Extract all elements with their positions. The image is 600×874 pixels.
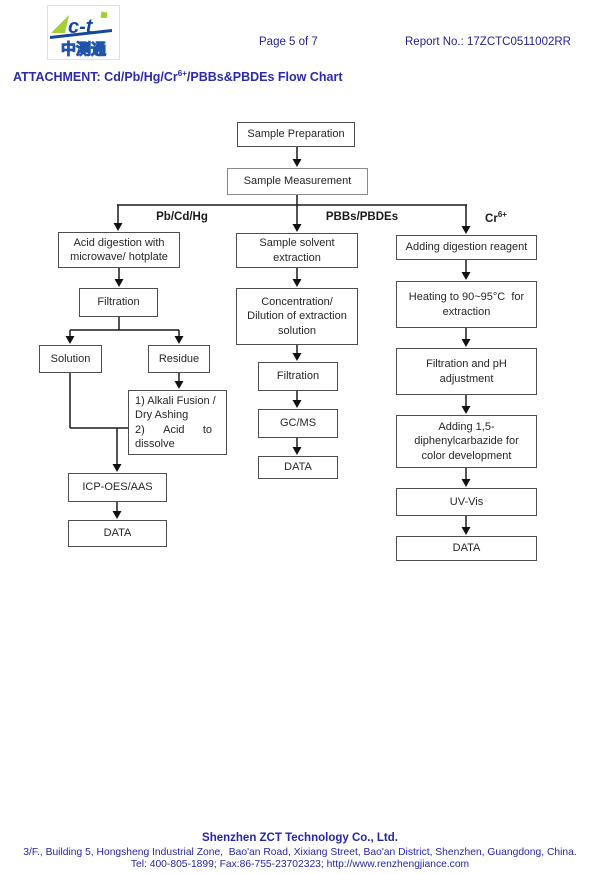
alkali-fusion-box: 1) Alkali Fusion / Dry Ashing 2) Acid to… (128, 390, 227, 455)
box-label: GC/MS (279, 417, 317, 430)
box-label-line: 2) Acid to (135, 423, 213, 436)
concentration-dilution-box: Concentration/ Dilution of extraction so… (236, 288, 358, 345)
filtration-ph-box: Filtration and pH adjustment (396, 348, 537, 395)
svg-text:中测通: 中测通 (61, 40, 106, 58)
box-label-line: Sample solvent (259, 237, 335, 250)
box-label-line: color development (421, 449, 512, 462)
box-label-line: 1) Alkali Fusion / (135, 395, 216, 408)
attachment-title-suffix: /PBBs&PBDEs Flow Chart (186, 70, 343, 85)
diphenylcarbazide-box: Adding 1,5- diphenylcarbazide for color … (396, 415, 537, 468)
gcms-box: GC/MS (258, 409, 338, 438)
box-label-line: Filtration and pH (426, 358, 507, 371)
filtration-left-box: Filtration (79, 288, 158, 317)
filtration-middle-box: Filtration (258, 362, 338, 391)
sample-preparation-box: Sample Preparation (237, 122, 355, 147)
data-middle-box: DATA (258, 456, 338, 479)
solution-box: Solution (39, 345, 102, 373)
company-contact: Tel: 400-805-1899; Fax:86-755-23702323; … (130, 859, 470, 870)
box-label-line: diphenylcarbazide for (414, 435, 519, 448)
box-label-line: Dilution of extraction (247, 310, 347, 323)
icp-oes-aas-box: ICP-OES/AAS (68, 473, 167, 502)
data-left-box: DATA (68, 520, 167, 547)
box-label-line: dissolve (135, 437, 175, 450)
attachment-title-prefix: ATTACHMENT: Cd/Pb/Hg/Cr (13, 70, 178, 85)
box-label-line: microwave/ hotplate (70, 251, 168, 263)
acid-digestion-box: Acid digestion with microwave/ hotplate (58, 232, 180, 268)
box-label-line: extraction (442, 305, 491, 318)
branch-label-cr6-base: Cr (485, 212, 498, 225)
box-label-line: Heating to 90~95°C for (408, 291, 525, 304)
residue-box: Residue (148, 345, 210, 373)
company-logo: c-t 中测通 (47, 5, 120, 60)
svg-text:c-t: c-t (68, 16, 94, 38)
attachment-title: ATTACHMENT: Cd/Pb/Hg/Cr6+/PBBs&PBDEs Flo… (13, 69, 343, 84)
branch-label-cr6: Cr6+ (485, 210, 507, 225)
box-label: Filtration (276, 370, 320, 383)
solvent-extraction-box: Sample solvent extraction (236, 233, 358, 268)
data-right-box: DATA (396, 536, 537, 561)
box-label: Solution (50, 352, 91, 365)
box-label: Sample Measurement (243, 175, 352, 188)
page-indicator: Page 5 of 7 (259, 36, 318, 48)
box-label: DATA (284, 461, 312, 474)
adding-reagent-box: Adding digestion reagent (396, 235, 537, 260)
company-address: 3/F., Building 5, Hongsheng Industrial Z… (23, 847, 577, 858)
branch-label-cr6-superscript: 6+ (497, 210, 507, 219)
box-label: DATA (452, 542, 481, 555)
box-label: Residue (158, 352, 200, 365)
box-label: ICP-OES/AAS (82, 481, 153, 494)
box-label-line: solution (278, 324, 316, 337)
box-label-line: Dry Ashing (135, 409, 189, 422)
uv-vis-box: UV-Vis (396, 488, 537, 516)
branch-label-pbbs-pbdes: PBBs/PBDEs (325, 211, 399, 223)
company-name: Shenzhen ZCT Technology Co., Ltd. (202, 832, 398, 844)
report-number: Report No.: 17ZCTC0511002RR (405, 36, 571, 48)
flowchart-connectors (65, 147, 471, 535)
box-label-line: Acid digestion with (73, 236, 165, 249)
box-label: Sample Preparation (247, 128, 345, 141)
branch-label-pb-cd-hg: Pb/Cd/Hg (156, 211, 208, 223)
heating-box: Heating to 90~95°C for extraction (396, 281, 537, 328)
box-label: UV-Vis (449, 495, 484, 508)
box-label: Filtration (97, 296, 140, 309)
sample-measurement-box: Sample Measurement (227, 168, 368, 195)
box-label: Adding digestion reagent (405, 241, 528, 254)
attachment-title-superscript: 6+ (177, 69, 187, 78)
box-label-line: Concentration/ (261, 296, 333, 309)
box-label-line: Adding 1,5- (438, 421, 495, 434)
zct-logo-icon: c-t 中测通 (50, 11, 112, 59)
box-label: DATA (103, 527, 132, 540)
box-label-line: adjustment (439, 372, 494, 385)
box-label-line: extraction (273, 251, 321, 264)
